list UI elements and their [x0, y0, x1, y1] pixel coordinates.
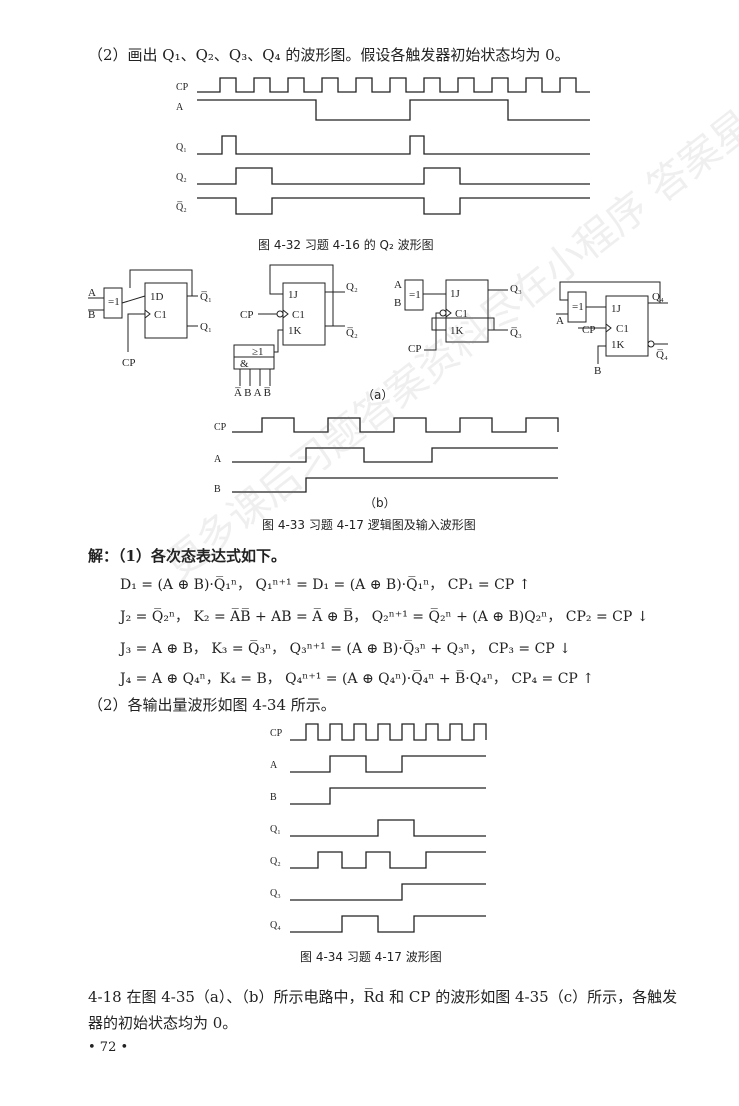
label-a-432: A: [176, 102, 184, 113]
wave-q1-432: [197, 135, 590, 155]
label-a-433: A: [214, 454, 222, 465]
equation-line-2: J₂ = Q̅₂ⁿ， K₂ = A̅B̅ + AB = A̅ ⊕ B̅， Q₂ⁿ…: [120, 609, 649, 625]
svg-text:A̅ B A B̅: A̅ B A B̅: [234, 387, 271, 399]
solution-heading: 解：（1）各次态表达式如下。: [88, 547, 286, 565]
label-q3-434: Q₃: [270, 888, 281, 899]
caption-fig-4-33: 图 4-33 习题 4-17 逻辑图及输入波形图: [262, 518, 476, 532]
label-cp-432: CP: [176, 82, 189, 93]
svg-text:C1: C1: [154, 309, 167, 321]
svg-text:1K: 1K: [450, 325, 464, 337]
label-b-434: B: [270, 792, 277, 803]
svg-text:&: &: [240, 358, 249, 370]
wave-b-433: [232, 477, 558, 493]
equation-line-1: D₁ = (A ⊕ B)·Q̅₁ⁿ， Q₁ⁿ⁺¹ = D₁ = (A ⊕ B)·…: [120, 577, 531, 593]
svg-text:=1: =1: [108, 296, 120, 308]
wave-q3-434: [290, 883, 486, 901]
circuit-ff3: A B =1 1J C1 1K Q₃ Q̅₃ CP: [394, 279, 522, 355]
svg-text:B: B: [394, 297, 401, 309]
label-q2bar-432: Q̅₂: [176, 202, 187, 213]
problem-4-18-line-1: 4-18 在图 4-35（a）、（b）所示电路中，R̅d 和 CP 的波形如图 …: [88, 988, 678, 1006]
label-b-433: B: [214, 484, 221, 495]
svg-text:=1: =1: [572, 301, 584, 313]
circuit-ff2: 1J C1 1K CP Q₂ Q̅₂ ≥1 & A̅ B A B̅: [233, 264, 358, 399]
svg-text:1K: 1K: [611, 339, 625, 351]
label-cp-434: CP: [270, 728, 283, 739]
wave-q2bar-432: [197, 197, 590, 215]
wave-q2-432: [197, 167, 590, 185]
equation-line-4: J₄ = A ⊕ Q₄ⁿ，K₄ = B， Q₄ⁿ⁺¹ = (A ⊕ Q₄ⁿ)·Q…: [120, 671, 595, 687]
svg-text:1K: 1K: [288, 325, 302, 337]
svg-text:=1: =1: [409, 289, 421, 301]
svg-text:Q₂: Q₂: [346, 281, 358, 293]
svg-text:Q₄: Q₄: [652, 291, 664, 303]
svg-text:CP: CP: [122, 357, 135, 369]
svg-text:Q₃: Q₃: [510, 283, 522, 295]
svg-text:Q₁: Q₁: [200, 321, 212, 333]
outputs-text: （2）各输出量波形如图 4-34 所示。: [88, 696, 336, 714]
svg-text:C1: C1: [292, 309, 305, 321]
question-text: （2）画出 Q₁、Q₂、Q₃、Q₄ 的波形图。假设各触发器初始状态均为 0。: [88, 46, 570, 64]
svg-text:1D: 1D: [150, 291, 164, 303]
equation-line-3: J₃ = A ⊕ B， K₃ = Q̅₃ⁿ， Q₃ⁿ⁺¹ = (A ⊕ B)·Q…: [120, 641, 571, 657]
svg-text:B̅: B̅: [88, 309, 95, 321]
circuit-ff4: =1 A 1J C1 1K CP Q₄ Q̅₄ B: [556, 281, 668, 377]
label-a-434: A: [270, 760, 278, 771]
label-q4-434: Q₄: [270, 920, 281, 931]
wave-q1-434: [290, 819, 486, 837]
svg-text:Q̅₄: Q̅₄: [656, 349, 668, 361]
label-q1-432: Q₁: [176, 142, 187, 153]
wave-q2-434: [290, 851, 486, 869]
svg-text:CP: CP: [240, 309, 253, 321]
svg-text:A: A: [556, 315, 564, 327]
circuit-ff1: =1 A B̅ 1D C1 Q̅₁ Q₁ CP: [88, 269, 212, 369]
wave-b-434: [290, 787, 486, 805]
svg-text:CP: CP: [582, 324, 595, 336]
wave-q4-434: [290, 915, 486, 933]
wave-cp-434: [290, 723, 487, 741]
wave-a-432: [197, 99, 590, 121]
svg-text:Q̅₃: Q̅₃: [510, 327, 522, 339]
page-number: • 72 •: [88, 1040, 129, 1055]
svg-text:C1: C1: [455, 308, 468, 320]
svg-text:A: A: [88, 287, 96, 299]
svg-text:Q̅₁: Q̅₁: [200, 291, 212, 303]
wave-cp-432: [197, 77, 590, 93]
wave-cp-433: [232, 417, 559, 433]
problem-4-18-line-2: 器的初始状态均为 0。: [88, 1014, 238, 1032]
svg-text:1J: 1J: [450, 288, 461, 300]
svg-text:≥1: ≥1: [252, 346, 264, 358]
svg-text:Q̅₂: Q̅₂: [346, 327, 358, 339]
svg-text:C1: C1: [616, 323, 629, 335]
wave-a-433: [232, 447, 558, 463]
caption-fig-4-34: 图 4-34 习题 4-17 波形图: [300, 950, 442, 964]
label-q2-434: Q₂: [270, 856, 281, 867]
label-cp-433: CP: [214, 422, 227, 433]
caption-fig-4-32: 图 4-32 习题 4-16 的 Q₂ 波形图: [258, 238, 434, 252]
svg-text:1J: 1J: [611, 303, 622, 315]
svg-text:B: B: [594, 365, 601, 377]
subcaption-a: （a）: [362, 388, 394, 402]
svg-text:CP: CP: [408, 343, 421, 355]
svg-text:1J: 1J: [288, 289, 299, 301]
wave-a-434: [290, 755, 486, 773]
label-q1-434: Q₁: [270, 824, 281, 835]
label-q2-432: Q₂: [176, 172, 187, 183]
subcaption-b: （b）: [364, 496, 396, 510]
svg-text:A: A: [394, 279, 402, 291]
